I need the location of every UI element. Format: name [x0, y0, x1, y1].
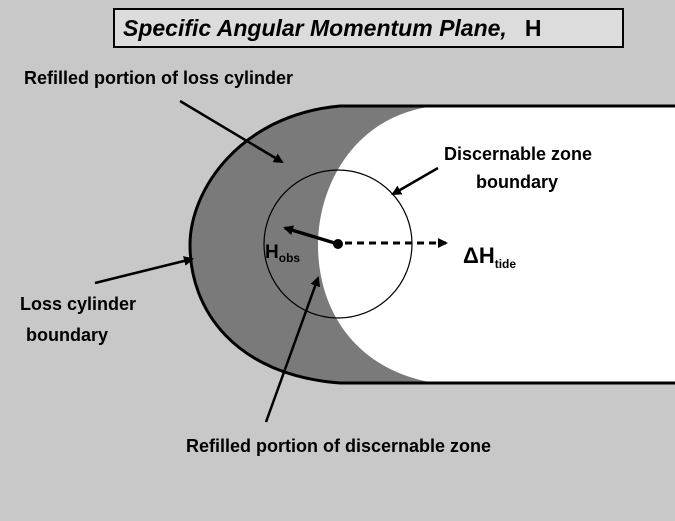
- loss-cylinder-boundary: [188, 104, 675, 385]
- label-refilled-discernable: Refilled portion of discernable zone: [186, 436, 491, 456]
- label-discernable-line2: boundary: [476, 172, 558, 192]
- delta-symbol: Δ: [463, 243, 479, 268]
- label-delta-h-tide: ΔHtide: [463, 243, 516, 271]
- h-obs-main: H: [265, 242, 279, 263]
- dh-sub: tide: [495, 257, 517, 271]
- label-loss-boundary-line2: boundary: [26, 325, 108, 345]
- arrow-refilled-discernable: [264, 276, 320, 423]
- label-h-obs: Hobs: [265, 242, 300, 265]
- arrow-refilled-loss: [179, 99, 284, 164]
- label-refilled-loss: Refilled portion of loss cylinder: [24, 68, 293, 88]
- arrow-loss-boundary: [94, 256, 194, 285]
- title-text: Specific Angular Momentum Plane,: [123, 14, 507, 41]
- title-symbol: H: [524, 14, 542, 41]
- dh-main: H: [479, 243, 495, 268]
- title-box: Specific Angular Momentum Plane, H: [113, 8, 624, 48]
- depleted-interior: [318, 106, 675, 383]
- label-loss-boundary-line1: Loss cylinder: [20, 294, 136, 314]
- arrow-discernable-boundary: [391, 166, 439, 196]
- label-discernable-line1: Discernable zone: [444, 144, 592, 164]
- h-obs-arrow: [283, 225, 339, 246]
- h-obs-sub: obs: [279, 251, 301, 265]
